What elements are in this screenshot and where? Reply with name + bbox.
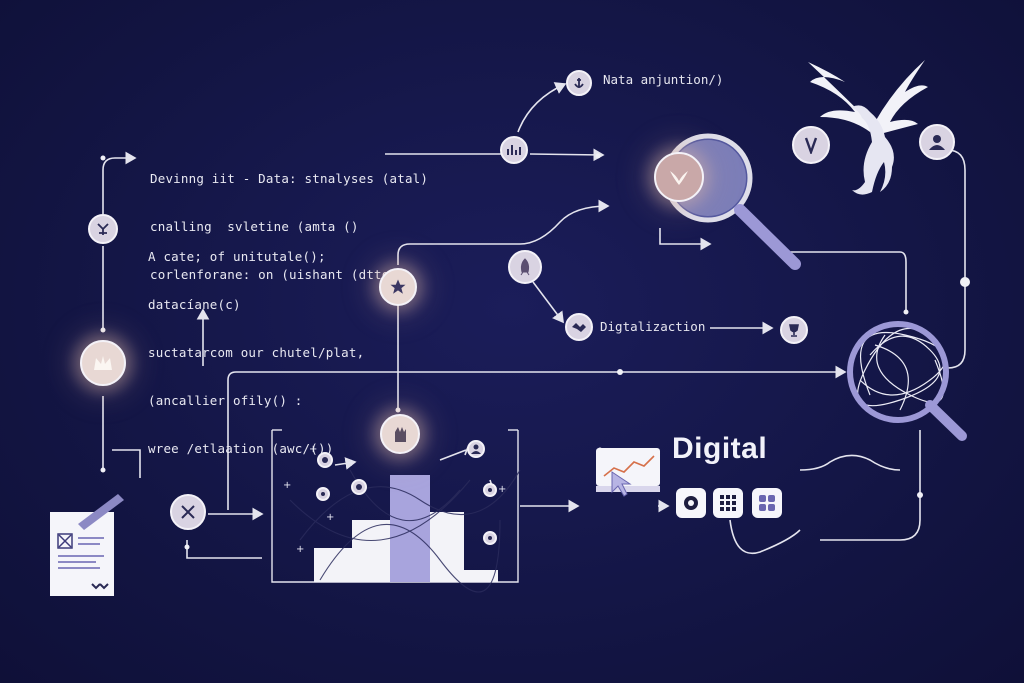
document-icon	[50, 494, 124, 596]
award-node[interactable]	[792, 126, 830, 164]
apps-icon	[759, 495, 775, 511]
svg-text:+: +	[283, 480, 291, 491]
svg-text:+: +	[326, 512, 334, 523]
code-line: (ancallier ofily() :	[148, 393, 303, 408]
settings-icon	[684, 496, 698, 510]
trophy-node[interactable]	[780, 316, 808, 344]
crown-icon	[94, 356, 112, 370]
code-line: Devinng iit - Data: stnalyses (atal)	[150, 171, 429, 186]
trophy-icon	[789, 324, 799, 337]
chart-point-node[interactable]	[483, 531, 497, 545]
bird-icon	[670, 171, 688, 185]
tools-node[interactable]	[170, 494, 206, 530]
phoenix-icon	[808, 60, 928, 195]
top-right-label: Nata anjuntion/)	[603, 72, 724, 87]
handshake-node[interactable]	[565, 313, 593, 341]
dot-icon	[322, 457, 328, 463]
code-line: suctatarcom our chutel/plat,	[148, 345, 365, 360]
dot-icon	[488, 536, 492, 540]
phoenix-mini-node[interactable]	[654, 152, 704, 202]
rocket-icon	[520, 258, 530, 276]
svg-text:+: +	[309, 444, 317, 455]
handshake-icon	[572, 323, 586, 332]
digital-heading: Digital	[672, 432, 768, 465]
svg-text:+: +	[498, 484, 506, 495]
dot-icon	[321, 492, 325, 496]
code-block-1: Devinng iit - Data: stnalyses (atal) cna…	[150, 139, 428, 315]
code-line: A cate; of unitutale();	[148, 249, 326, 264]
user-icon	[471, 444, 481, 454]
chart-point-node[interactable]	[317, 452, 333, 468]
tools-icon	[181, 505, 195, 519]
calculator-tile[interactable]	[713, 488, 743, 518]
anchor-node[interactable]	[566, 70, 592, 96]
share-icon	[97, 223, 109, 235]
chart-point-node[interactable]	[467, 440, 485, 458]
code-line: wree /etlaation (awc/())	[148, 441, 334, 456]
hand-icon	[395, 427, 406, 442]
rocket-node[interactable]	[508, 250, 542, 284]
apps-tile[interactable]	[752, 488, 782, 518]
code-line: cnalling svletine (amta ()	[150, 219, 359, 234]
chart-point-node[interactable]	[316, 487, 330, 501]
svg-text:+: +	[296, 544, 304, 555]
search-lens-icon	[847, 321, 967, 441]
crown-node[interactable]	[80, 340, 126, 386]
user-node[interactable]	[919, 124, 955, 160]
svg-text:+: +	[347, 458, 355, 469]
chart-icon	[507, 145, 521, 155]
code-line: datacíane(c)	[148, 297, 241, 312]
chart-point-node[interactable]	[483, 483, 497, 497]
award-icon	[804, 137, 818, 154]
laptop-icon	[596, 448, 660, 497]
user-icon	[929, 135, 945, 150]
histogram-bars	[314, 475, 498, 582]
code-block-2: A cate; of unitutale(); datacíane(c) suc…	[148, 217, 364, 489]
hand-node[interactable]	[380, 414, 420, 454]
star-icon	[390, 279, 406, 294]
chart-point-node[interactable]	[351, 479, 367, 495]
settings-tile[interactable]	[676, 488, 706, 518]
dot-icon	[488, 488, 492, 492]
chart-node[interactable]	[500, 136, 528, 164]
share-node[interactable]	[88, 214, 118, 244]
digitalization-label: Digtalizaction	[600, 319, 706, 334]
star-node[interactable]	[379, 268, 417, 306]
code-line: corlenforane: on (uishant (dtto");	[150, 267, 413, 282]
dot-icon	[356, 484, 362, 490]
anchor-icon	[574, 78, 584, 88]
grid-icon	[720, 495, 736, 511]
